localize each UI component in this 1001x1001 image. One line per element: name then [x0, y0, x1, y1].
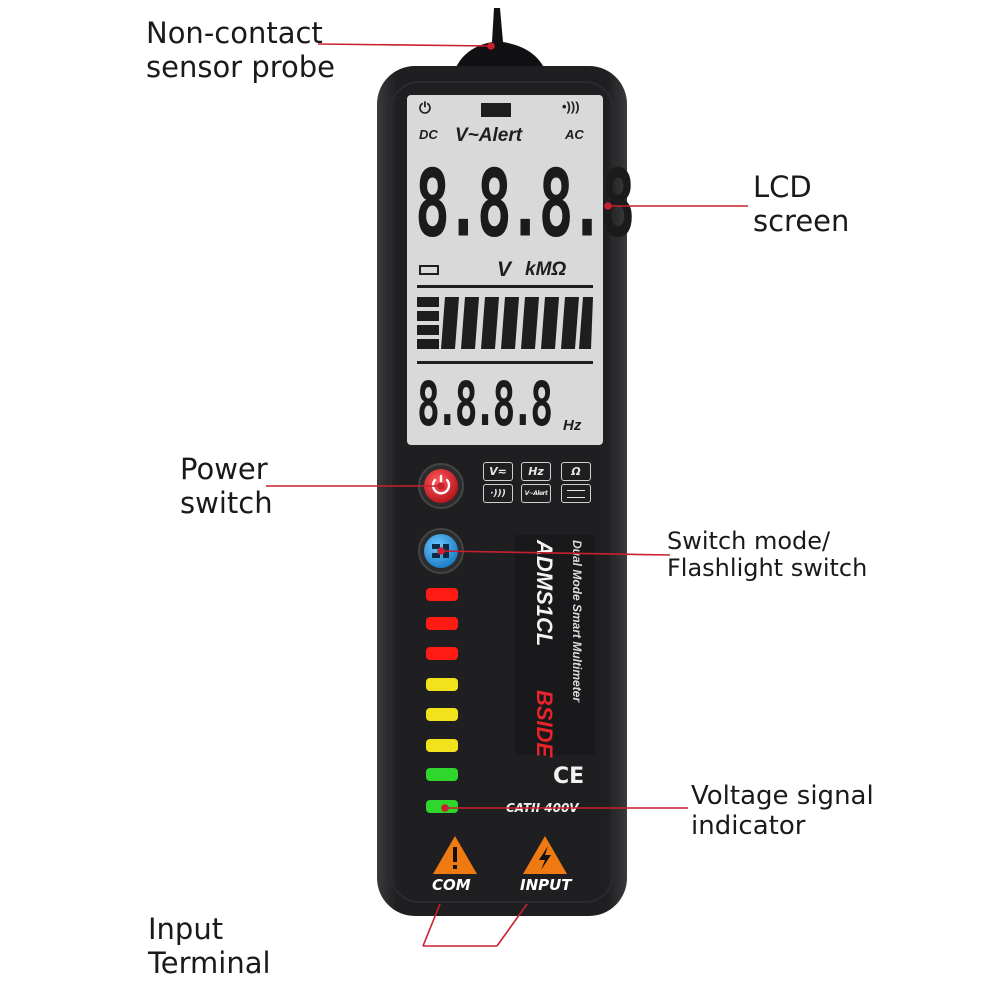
- callout-voltage: Voltage signal indicator: [691, 781, 874, 841]
- callout-input: Input Terminal: [148, 912, 271, 980]
- callout-lcd: LCD screen: [753, 170, 850, 238]
- led-level-7: [426, 617, 458, 630]
- unit-hertz: Hz: [563, 417, 582, 434]
- sensor-probe-tip: [452, 8, 548, 78]
- input-leader-c: [496, 903, 528, 947]
- led-level-4: [426, 708, 458, 721]
- low-battery-icon: [419, 265, 439, 275]
- ce-mark-glyph: CE: [553, 764, 584, 789]
- lcd-divider-top: [417, 285, 593, 288]
- lcd-divider-bottom: [417, 361, 593, 364]
- input-terminal-label: INPUT: [520, 876, 572, 894]
- com-terminal-label: COM: [432, 876, 471, 894]
- ce-mark: CE: [553, 764, 584, 789]
- dc-indicator: DC: [419, 127, 438, 142]
- mode-continuity-button[interactable]: ·))): [483, 484, 513, 503]
- led-level-8: [426, 588, 458, 601]
- v-alert-indicator: V~Alert: [455, 125, 523, 146]
- battery-charge-icon: [481, 103, 511, 117]
- mode-diode-button[interactable]: [561, 484, 591, 503]
- callout-mode: Switch mode/ Flashlight switch: [667, 527, 868, 582]
- led-level-2: [426, 768, 458, 781]
- led-level-5: [426, 678, 458, 691]
- lcd-screen: ⏻ •))) DC V~Alert AC 8.8.8.8 V kMΩ 8.8.8…: [407, 95, 635, 445]
- beep-icon: •))): [562, 99, 580, 114]
- model-label-panel: [515, 535, 595, 755]
- main-digits: 8.8.8.8: [415, 149, 635, 258]
- mode-v-alert-button[interactable]: V~Alert: [521, 484, 551, 503]
- unit-kilo-mega-ohm: kMΩ: [525, 259, 567, 280]
- bar-graph: [417, 297, 593, 349]
- callout-probe: Non-contact sensor probe: [146, 16, 336, 84]
- mode-leader: [440, 550, 671, 556]
- unit-volt: V: [497, 258, 512, 281]
- input-leader-a: [422, 903, 441, 947]
- callout-power: Power switch: [180, 452, 273, 520]
- probe-leader: [317, 43, 492, 47]
- mode-voltage-button[interactable]: V≂: [483, 462, 513, 481]
- mode-hertz-button[interactable]: Hz: [521, 462, 551, 481]
- diode-icon: [567, 489, 585, 498]
- led-level-6: [426, 647, 458, 660]
- sub-digits: 8.8.8.8: [417, 369, 553, 440]
- power-icon: ⏻: [419, 100, 431, 117]
- led-level-3: [426, 739, 458, 752]
- mode-ohm-button[interactable]: Ω: [561, 462, 591, 481]
- ac-indicator: AC: [565, 127, 584, 142]
